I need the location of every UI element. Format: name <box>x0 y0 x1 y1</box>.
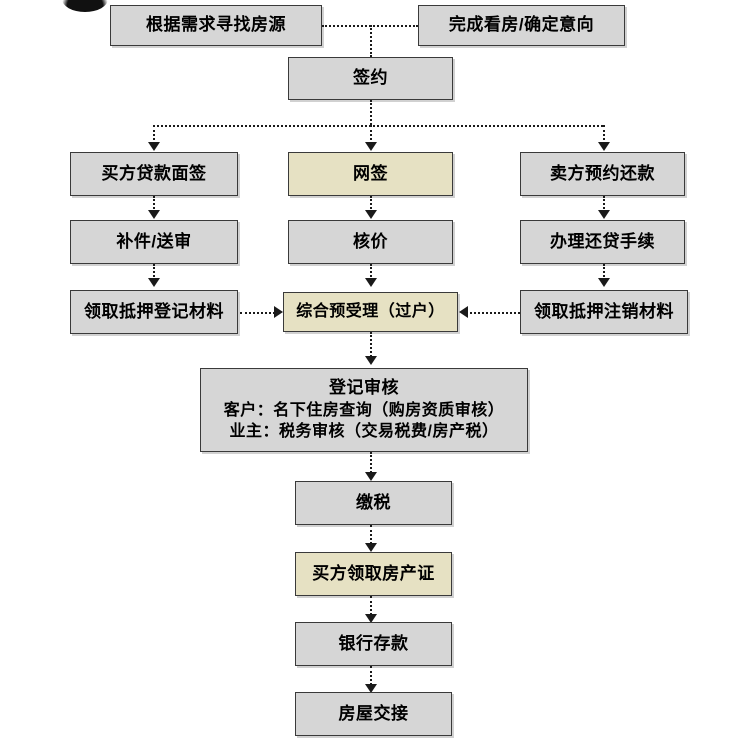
node-buyer-collect-title-deed[interactable]: 买方领取房产证 <box>295 552 452 596</box>
arrowhead-down <box>365 684 377 693</box>
edge-registration-review-to-tax <box>370 452 372 473</box>
edge-tax-to-title-deed <box>370 525 372 544</box>
node-label: 领取抵押注销材料 <box>534 301 674 321</box>
node-bank-deposit[interactable]: 银行存款 <box>295 622 452 666</box>
edge-signing-to-buyer-loan <box>153 125 155 144</box>
edge-signing-to-online-sign <box>370 125 372 144</box>
edge-title-deed-to-bank-deposit <box>370 596 372 615</box>
node-label: 网签 <box>353 163 388 183</box>
node-signing[interactable]: 签约 <box>288 57 453 100</box>
edge-buyer-loan-to-supplement <box>153 196 155 212</box>
node-label: 银行存款 <box>338 633 409 653</box>
edge-signing-fanout-bar <box>153 125 603 127</box>
node-supplement-submit[interactable]: 补件/送审 <box>70 220 238 264</box>
node-label-line-1: 登记审核 <box>329 377 399 397</box>
edge-repayment-to-cancel-docs <box>603 264 605 280</box>
edge-transfer-to-registration-review <box>370 332 372 357</box>
node-complete-viewing[interactable]: 完成看房/确定意向 <box>418 5 625 46</box>
arrowhead-down <box>365 278 377 287</box>
arrowhead-left <box>459 306 468 318</box>
node-registration-review[interactable]: 登记审核 客户：名下住房查询（购房资质审核） 业主：税务审核（交易税费/房产税） <box>200 368 528 452</box>
node-label: 房屋交接 <box>338 703 409 723</box>
node-label: 补件/送审 <box>116 231 192 251</box>
node-label: 卖方预约还款 <box>550 163 655 183</box>
node-label: 综合预受理（过户） <box>296 303 445 321</box>
node-label: 核价 <box>353 231 388 251</box>
node-label: 买方领取房产证 <box>312 563 435 583</box>
node-label: 签约 <box>353 68 388 88</box>
node-price-verification[interactable]: 核价 <box>288 220 453 264</box>
arrowhead-down <box>365 210 377 219</box>
edge-supplement-to-mortgage-docs <box>153 264 155 280</box>
node-collect-mortgage-registration-docs[interactable]: 领取抵押登记材料 <box>70 290 238 334</box>
edge-signing-to-seller-repay <box>603 125 605 144</box>
arrowhead-down <box>365 472 377 481</box>
node-label: 办理还贷手续 <box>550 231 655 251</box>
corner-ellipse-decoration <box>62 0 108 12</box>
node-label: 根据需求寻找房源 <box>146 15 286 35</box>
node-label: 缴税 <box>356 492 391 512</box>
node-label-line-3: 业主：税务审核（交易税费/房产税） <box>229 423 499 441</box>
node-find-listing[interactable]: 根据需求寻找房源 <box>110 5 322 46</box>
arrowhead-right <box>274 306 283 318</box>
edge-mortgage-docs-to-transfer <box>240 312 275 314</box>
edge-bank-deposit-to-handover <box>370 666 372 685</box>
arrowhead-down <box>365 614 377 623</box>
node-collect-mortgage-cancellation-docs[interactable]: 领取抵押注销材料 <box>520 290 688 334</box>
node-seller-repayment-booking[interactable]: 卖方预约还款 <box>520 152 685 196</box>
arrowhead-down <box>148 278 160 287</box>
node-label: 买方贷款面签 <box>101 163 207 183</box>
node-online-signing[interactable]: 网签 <box>288 152 453 196</box>
arrowhead-down <box>365 356 377 365</box>
arrowhead-down <box>365 142 377 151</box>
edge-seller-repay-to-process <box>603 196 605 212</box>
arrowhead-down <box>365 543 377 552</box>
edge-price-check-to-transfer <box>370 264 372 280</box>
arrowhead-down <box>148 142 160 151</box>
edge-online-sign-to-price-check <box>370 196 372 212</box>
node-label-line-2: 客户：名下住房查询（购房资质审核） <box>223 401 505 419</box>
node-pay-tax[interactable]: 缴税 <box>295 481 452 525</box>
edge-link-to-signing <box>370 25 372 57</box>
arrowhead-down <box>598 142 610 151</box>
node-buyer-loan-interview[interactable]: 买方贷款面签 <box>70 152 238 196</box>
node-handle-repayment[interactable]: 办理还贷手续 <box>520 220 685 264</box>
edge-signing-trunk <box>370 100 372 125</box>
edge-cancel-docs-to-transfer <box>466 312 520 314</box>
node-label: 完成看房/确定意向 <box>448 15 595 35</box>
node-comprehensive-pre-acceptance[interactable]: 综合预受理（过户） <box>283 292 458 332</box>
arrowhead-down <box>148 210 160 219</box>
node-property-handover[interactable]: 房屋交接 <box>295 692 452 736</box>
node-label: 领取抵押登记材料 <box>84 301 224 321</box>
arrowhead-down <box>598 278 610 287</box>
arrowhead-down <box>598 210 610 219</box>
